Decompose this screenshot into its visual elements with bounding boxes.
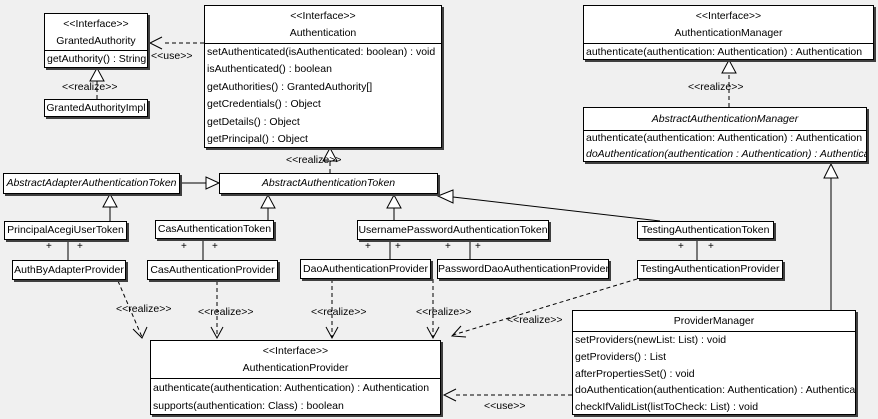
assoc-plus: +	[395, 241, 401, 252]
method: setProviders(newList: List) : void	[575, 334, 727, 346]
class-auth-by-adapter-provider: AuthByAdapterProvider	[12, 260, 126, 280]
assoc-plus: +	[365, 241, 371, 252]
realize-label-authenticationmanager: <<realize>>	[688, 81, 744, 93]
class-password-dao-authentication-provider: PasswordDaoAuthenticationProvider	[437, 259, 609, 279]
method: getAuthorities() : GrantedAuthority[]	[207, 80, 373, 93]
realize-label-authbyadapter: <<realize>>	[116, 303, 172, 315]
class-dao-authentication-provider: DaoAuthenticationProvider	[300, 259, 431, 279]
assoc-plus: +	[46, 241, 52, 252]
realize-label-authentication: <<realize>>	[286, 154, 342, 166]
method: isAuthenticated() : boolean	[207, 63, 332, 76]
method: supports(authentication: Class) : boolea…	[153, 400, 344, 412]
assoc-plus: +	[678, 241, 684, 252]
realize-label-testing: <<realize>>	[507, 314, 563, 326]
method: getAuthority() : String	[47, 53, 147, 65]
stereotype-label: <<Interface>>	[290, 10, 356, 22]
class-granted-authority: <<Interface>> GrantedAuthority getAuthor…	[44, 13, 148, 68]
method: doAuthentication(authentication : Authen…	[586, 147, 866, 160]
class-name: Authentication	[289, 27, 357, 39]
class-name: ProviderManager	[673, 315, 755, 327]
class-testing-authentication-provider: TestingAuthenticationProvider	[637, 260, 783, 279]
class-granted-authority-impl: GrantedAuthorityImpl	[44, 99, 148, 117]
method: getCredentials() : Object	[207, 98, 321, 111]
method: setAuthenticated(isAuthenticated: boolea…	[207, 46, 436, 58]
realize-label-cas: <<realize>>	[198, 306, 254, 318]
method: getProviders() : List	[575, 350, 667, 363]
method: authenticate(authentication: Authenticat…	[586, 46, 863, 58]
class-principal-acegi-user-token: PrincipalAcegiUserToken	[4, 221, 127, 240]
class-name: AuthenticationProvider	[242, 362, 349, 374]
method: getPrincipal() : Object	[207, 133, 308, 146]
assoc-plus: +	[708, 241, 714, 252]
class-username-password-authentication-token: UsernamePasswordAuthenticationToken	[357, 220, 549, 240]
stereotype-label: <<Interface>>	[63, 18, 129, 30]
stereotype-label: <<Interface>>	[695, 10, 762, 22]
class-abstract-authentication-token: AbstractAuthenticationToken	[219, 173, 438, 194]
class-authentication-provider: <<Interface>> AuthenticationProvider aut…	[150, 340, 441, 415]
method: authenticate(authentication: Authenticat…	[153, 382, 430, 394]
realize-label-grantedauthority: <<realize>>	[62, 81, 118, 93]
realize-label-passworddao: <<realize>>	[416, 306, 472, 318]
method: afterPropertiesSet() : void	[575, 367, 695, 380]
class-testing-authentication-token: TestingAuthenticationToken	[637, 221, 774, 239]
class-cas-authentication-provider: CasAuthenticationProvider	[147, 260, 278, 280]
assoc-plus: +	[181, 241, 187, 252]
class-cas-authentication-token: CasAuthenticationToken	[155, 220, 274, 239]
method: getDetails() : Object	[207, 115, 300, 128]
method: authenticate(authentication: Authenticat…	[586, 132, 863, 144]
realize-label-dao: <<realize>>	[311, 306, 367, 318]
assoc-plus: +	[77, 241, 83, 252]
class-abstract-authentication-manager: AbstractAuthenticationManager authentica…	[583, 107, 867, 162]
use-label-bottom: <<use>>	[484, 400, 526, 412]
class-provider-manager: ProviderManager setProviders(newList: Li…	[572, 310, 856, 415]
stereotype-label: <<Interface>>	[262, 345, 329, 357]
assoc-plus: +	[212, 241, 218, 252]
method: checkIfValidList(listToCheck: List) : vo…	[575, 401, 759, 414]
class-name: AbstractAuthenticationManager	[651, 113, 799, 125]
class-authentication: <<Interface>> Authentication setAuthenti…	[204, 5, 442, 148]
class-name: AuthenticationManager	[674, 27, 783, 39]
assoc-plus: +	[445, 241, 451, 252]
method: doAuthentication(authentication: Authent…	[575, 384, 855, 397]
class-abstract-adapter-authentication-token: AbstractAdapterAuthenticationToken	[3, 173, 180, 194]
assoc-plus: +	[475, 241, 481, 252]
class-authentication-manager: <<Interface>> AuthenticationManager auth…	[583, 5, 874, 60]
use-label-top: <<use>>	[151, 50, 193, 62]
class-name: GrantedAuthority	[56, 35, 136, 47]
